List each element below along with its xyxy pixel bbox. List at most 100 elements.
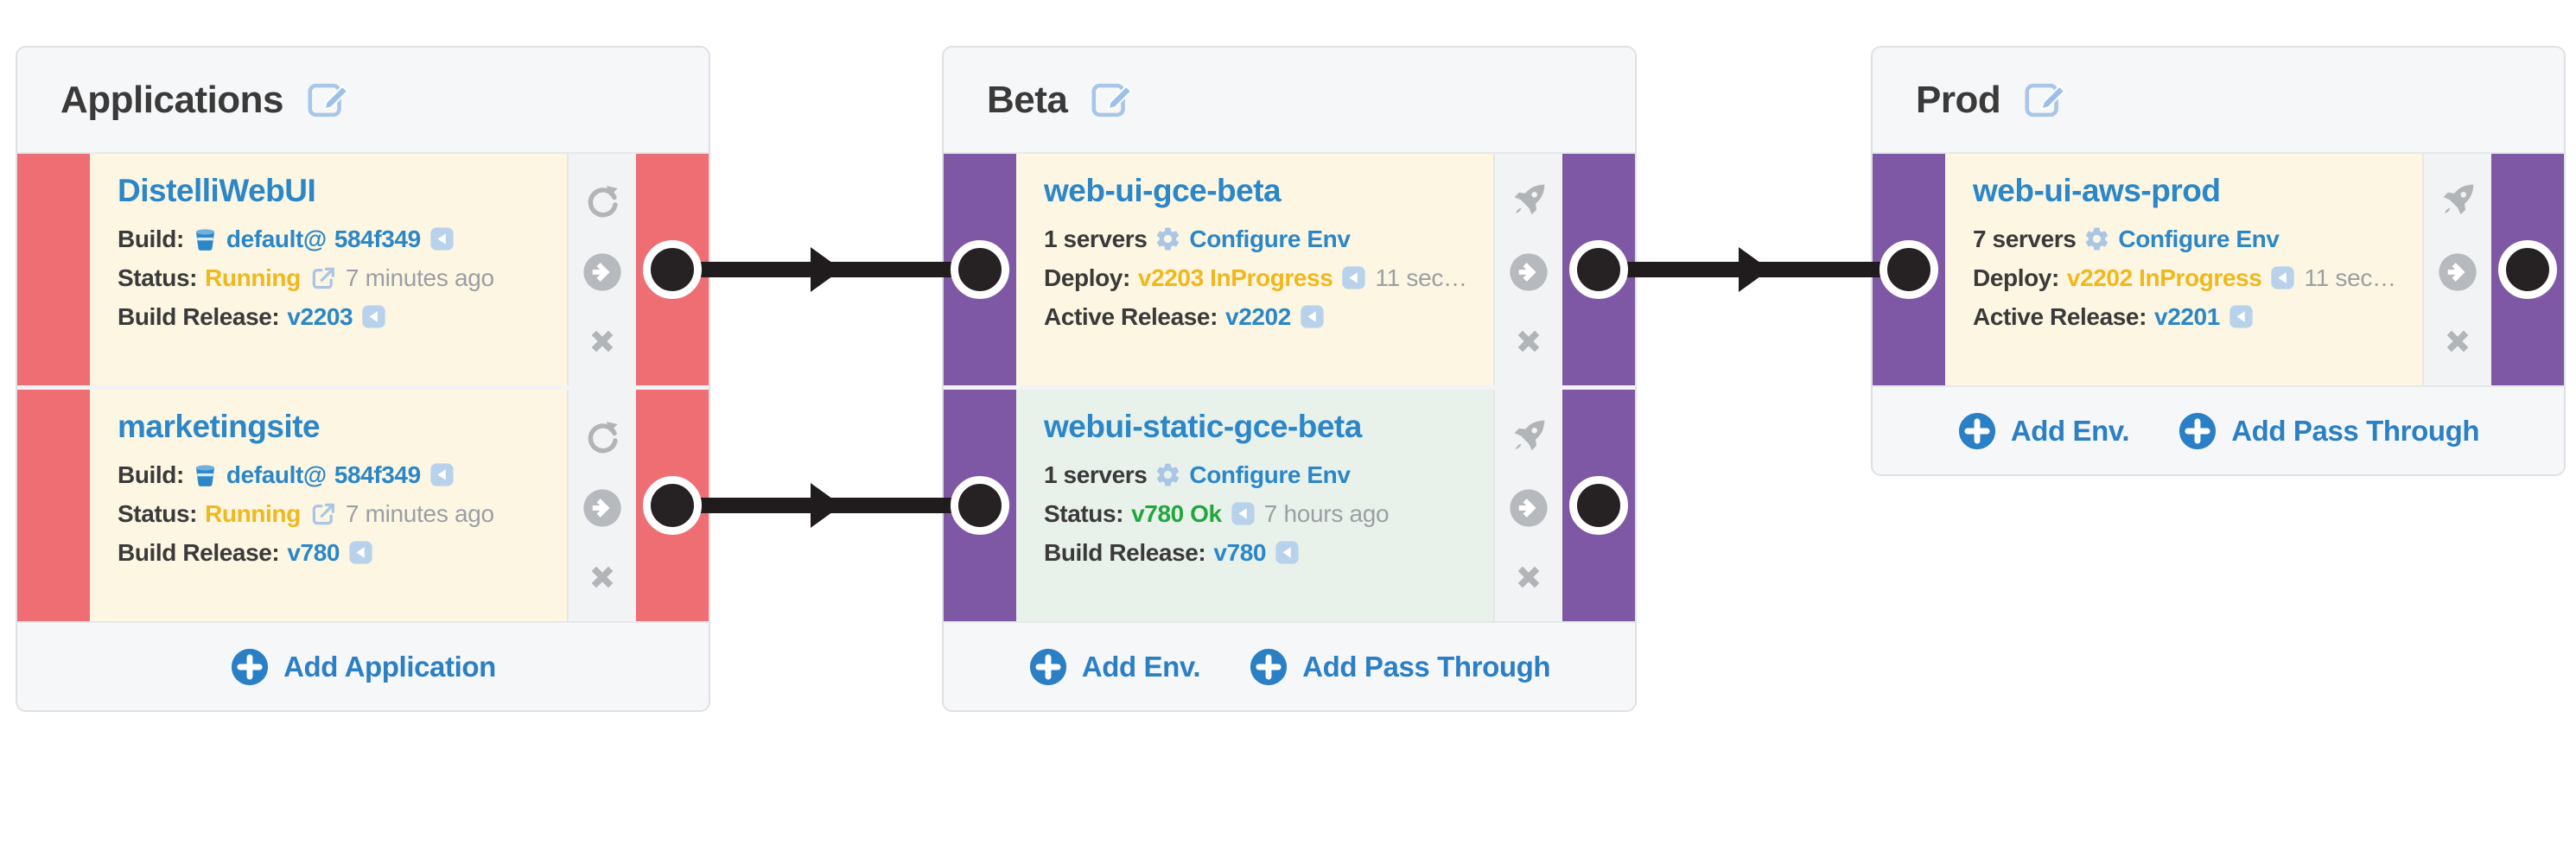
status-value-link[interactable]: Running [205, 499, 301, 527]
status-value-link[interactable]: Running [205, 264, 301, 291]
card-title-link[interactable]: web-ui-aws-prod [1973, 173, 2221, 208]
version-link[interactable]: v780 [287, 538, 340, 566]
version-link[interactable]: 584f349 [334, 225, 421, 252]
status-value-link[interactable]: v2202 InProgress [2066, 264, 2262, 291]
promote-button[interactable] [2436, 251, 2479, 294]
card-actions-column [2422, 154, 2491, 385]
edit-icon [2023, 78, 2068, 123]
card-title-link[interactable]: marketingsite [118, 409, 321, 444]
add-pass-through-button[interactable]: Add Pass Through [1249, 647, 1551, 687]
connector-port-dot[interactable] [643, 476, 702, 535]
connector-port-dot[interactable] [643, 240, 702, 299]
version-link[interactable]: v2201 [2154, 302, 2220, 330]
edit-stage-button[interactable] [306, 78, 351, 123]
view-release-button[interactable] [347, 539, 374, 566]
card-title-link[interactable]: webui-static-gce-beta [1044, 409, 1362, 444]
deploy-button[interactable] [1509, 181, 1549, 220]
line-label: Active Release: [1973, 302, 2147, 330]
view-release-button[interactable] [1299, 303, 1326, 330]
status-value-link[interactable]: v2203 InProgress [1137, 264, 1333, 291]
promote-button[interactable] [581, 486, 624, 530]
deploy-button[interactable] [1509, 416, 1549, 456]
edit-stage-button[interactable] [2023, 78, 2068, 123]
panel-header: Beta [944, 48, 1635, 154]
view-release-button[interactable] [1230, 500, 1256, 527]
link-text[interactable]: Configure Env [2118, 225, 2280, 252]
deploy-button[interactable] [2438, 181, 2477, 220]
open-link-button[interactable] [308, 499, 338, 529]
version-link[interactable]: v2203 [287, 302, 353, 330]
view-release-button[interactable] [1274, 539, 1301, 566]
gear-icon [1154, 461, 1181, 488]
connector-port-dot[interactable] [1569, 476, 1628, 535]
restart-button[interactable] [582, 416, 622, 456]
view-release-button[interactable] [429, 461, 455, 488]
view-release-button[interactable] [2228, 303, 2255, 330]
line-label: Status: [118, 264, 198, 291]
add-env-button[interactable]: Add Env. [1957, 411, 2130, 451]
link-text[interactable]: default@ [226, 225, 327, 252]
view-release-button[interactable] [360, 303, 387, 330]
add-pass-through-button[interactable]: Add Pass Through [2178, 411, 2480, 451]
card-actions-column [567, 154, 636, 385]
remove-button[interactable] [1511, 324, 1546, 359]
panel-title: Prod [1916, 78, 2001, 121]
open-link-button[interactable] [308, 264, 338, 293]
connector-line [1599, 262, 1909, 277]
version-link[interactable]: v780 [1213, 538, 1267, 566]
card-title-link[interactable]: DistelliWebUI [118, 173, 316, 208]
restart-button[interactable] [582, 181, 622, 220]
release-icon [347, 539, 374, 566]
card-actions-column [1493, 390, 1562, 621]
version-link[interactable]: 584f349 [334, 461, 421, 488]
rocket-icon [2438, 181, 2477, 220]
muted-time: 7 minutes ago [345, 499, 494, 527]
remove-button[interactable] [585, 324, 620, 359]
remove-icon [2440, 324, 2475, 359]
connector-port-dot[interactable] [2498, 240, 2557, 299]
remove-button[interactable] [2440, 324, 2475, 359]
link-text[interactable]: Configure Env [1189, 461, 1351, 488]
release-icon [1230, 500, 1256, 527]
connector-port-dot[interactable] [951, 476, 1009, 535]
version-link[interactable]: v2202 [1225, 302, 1291, 330]
connector-port-dot[interactable] [1880, 240, 1938, 299]
remove-button[interactable] [585, 560, 620, 594]
view-release-button[interactable] [2269, 264, 2296, 291]
promote-button[interactable] [581, 251, 624, 294]
muted-time: 7 hours ago [1263, 499, 1390, 527]
line-label: Build Release: [118, 302, 280, 330]
add-application-button[interactable]: Add Application [230, 647, 496, 687]
line-label: Status: [118, 499, 198, 527]
link-text[interactable]: default@ [226, 461, 327, 488]
add-button-label: Add Pass Through [1302, 650, 1551, 683]
promote-icon [1507, 486, 1550, 530]
edit-stage-button[interactable] [1090, 78, 1135, 123]
release-icon [1340, 264, 1367, 291]
release-icon [429, 461, 455, 488]
plus-icon [1957, 411, 1997, 451]
release-icon [2228, 303, 2255, 330]
plus-icon [230, 647, 270, 687]
connector-port-dot[interactable] [951, 240, 1009, 299]
connector-arrowhead-icon [1738, 247, 1770, 292]
promote-button[interactable] [1507, 486, 1550, 530]
view-release-button[interactable] [1340, 264, 1367, 291]
panel-header: Applications [17, 48, 709, 154]
muted-time: 11 sec… [2304, 264, 2396, 291]
link-text[interactable]: Configure Env [1189, 225, 1351, 252]
add-env-button[interactable]: Add Env. [1028, 647, 1201, 687]
edit-icon [1090, 78, 1135, 123]
remove-button[interactable] [1511, 560, 1546, 594]
card-title-link[interactable]: web-ui-gce-beta [1044, 173, 1282, 208]
connector-port-dot[interactable] [1569, 240, 1628, 299]
promote-icon [2436, 251, 2479, 294]
view-release-button[interactable] [429, 226, 455, 252]
promote-button[interactable] [1507, 251, 1550, 294]
status-value-link[interactable]: v780 Ok [1131, 499, 1222, 527]
connector-arrowhead-icon [811, 483, 842, 528]
